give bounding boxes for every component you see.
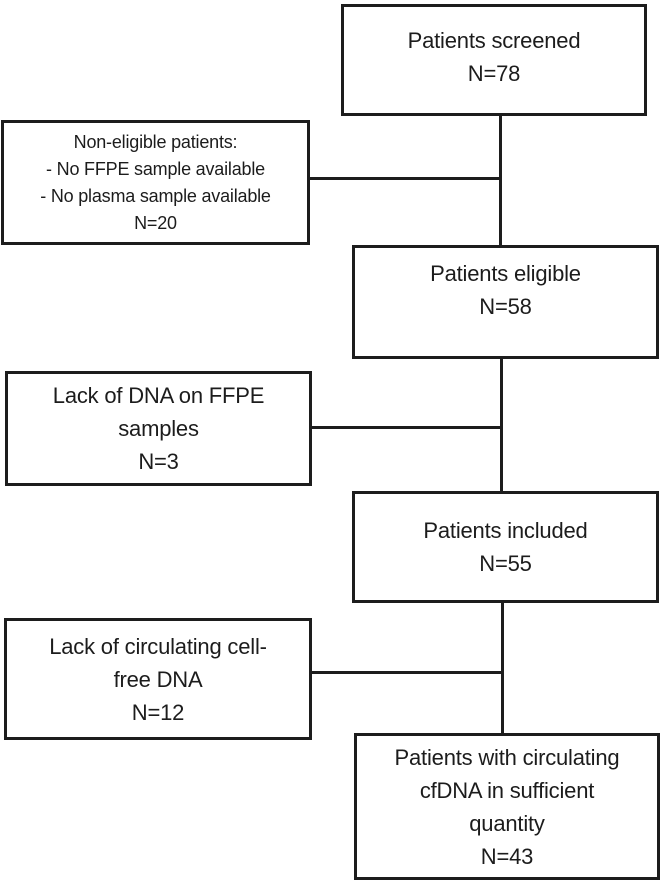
connector-included-to-sufficient <box>501 603 504 733</box>
box-text-line: cfDNA in sufficient <box>419 777 595 803</box>
box-text-line: free DNA <box>113 666 203 692</box>
box-count-label: N=20 <box>134 212 177 233</box>
connector-branch-to-non-eligible <box>310 177 502 180</box>
box-count-label: N=12 <box>131 699 185 725</box>
box-count-label: N=55 <box>479 551 532 576</box>
box-count-label: N=78 <box>467 61 521 86</box>
box-text-line: Patients with circulating <box>394 744 620 770</box>
box-count-label: N=43 <box>480 843 534 869</box>
box-count-label: N=58 <box>479 294 532 319</box>
connector-branch-to-lack-ffpe-dna <box>312 426 503 429</box>
box-text-line: Lack of circulating cell- <box>49 633 267 659</box>
box-text-line: Patients screened <box>407 28 581 53</box>
box-text-line: samples <box>118 416 199 441</box>
box-text-line: - No plasma sample available <box>40 185 271 206</box>
connector-branch-to-lack-cfdna <box>312 671 504 674</box>
connector-eligible-to-included <box>500 359 503 491</box>
box-patients-screened: Patients screened N=78 <box>341 4 647 116</box>
box-patients-eligible: Patients eligible N=58 <box>352 245 659 359</box>
box-patients-with-sufficient-cfdna: Patients with circulating cfDNA in suffi… <box>354 733 660 880</box>
box-text-line: Lack of DNA on FFPE <box>52 383 265 408</box>
box-text-line: quantity <box>469 810 545 836</box>
box-patients-included: Patients included N=55 <box>352 491 659 603</box>
box-non-eligible-patients: Non-eligible patients: - No FFPE sample … <box>1 120 310 245</box>
box-text-line: Patients included <box>423 518 588 543</box>
box-text-line: - No FFPE sample available <box>46 158 265 179</box>
box-count-label: N=3 <box>138 449 179 474</box>
box-text-line: Patients eligible <box>430 261 581 286</box>
box-text-line: Non-eligible patients: <box>73 131 238 152</box>
connector-screened-to-eligible <box>499 116 502 245</box>
box-lack-of-ffpe-dna: Lack of DNA on FFPE samples N=3 <box>5 371 312 486</box>
box-lack-of-circulating-cfdna: Lack of circulating cell- free DNA N=12 <box>4 618 312 740</box>
